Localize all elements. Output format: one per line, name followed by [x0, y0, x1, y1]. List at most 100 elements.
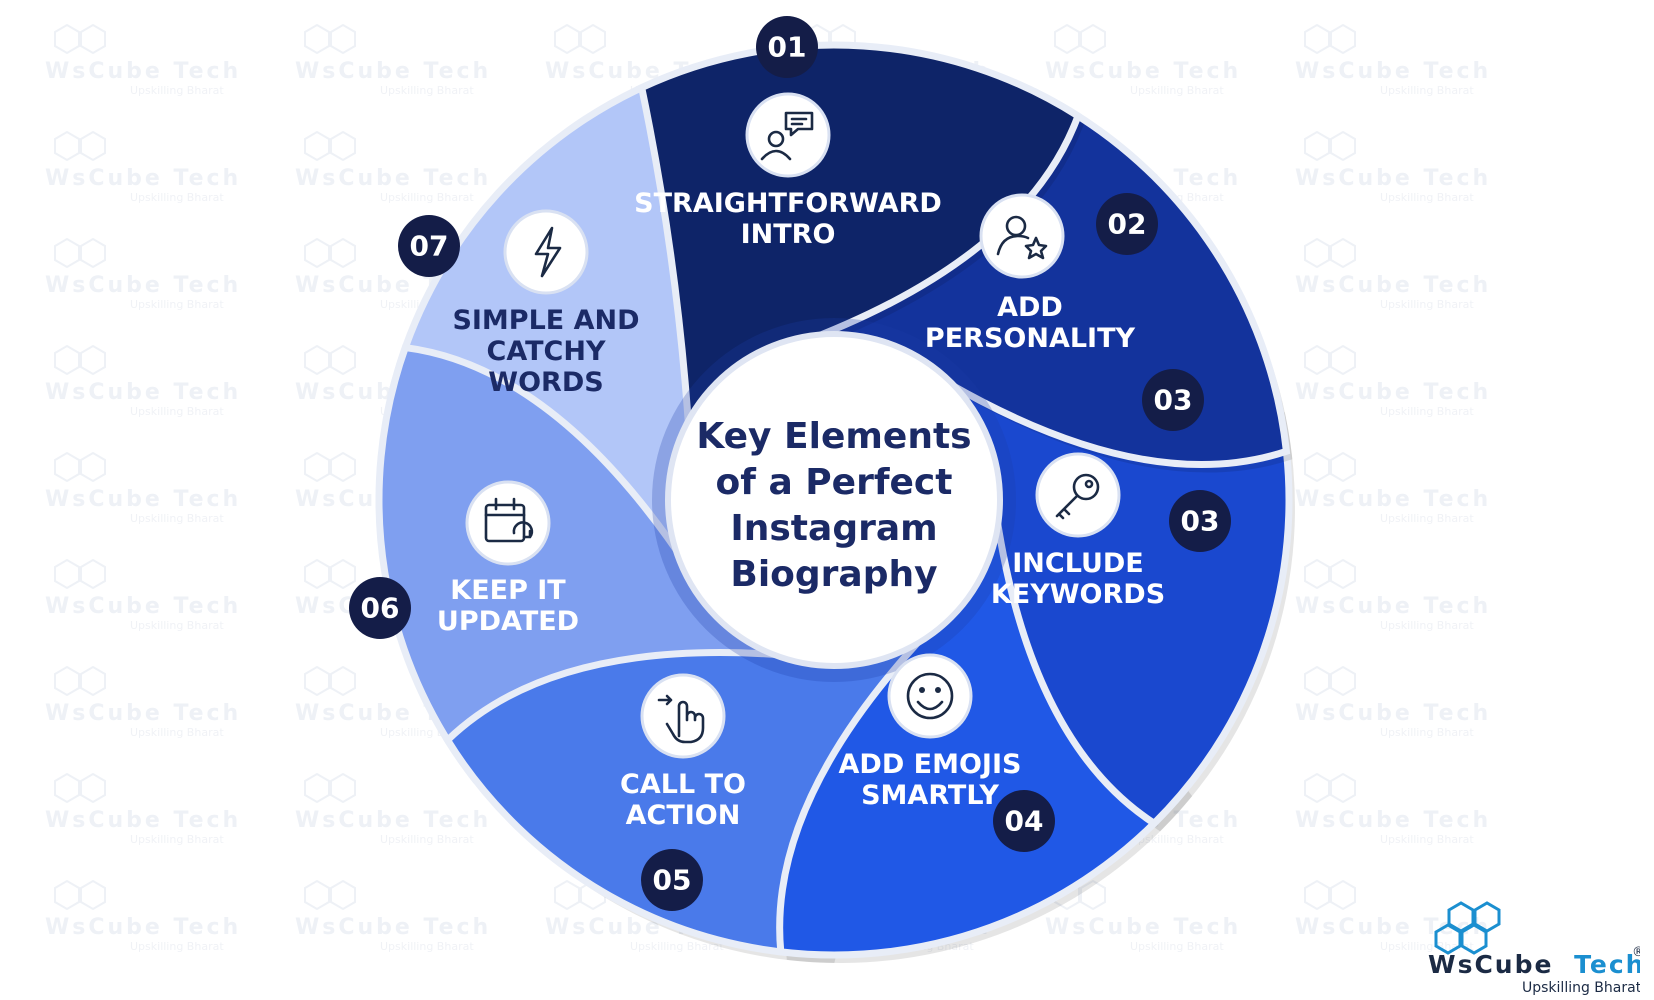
watermark-name: WsCube Tech — [45, 273, 241, 298]
watermark-tagline: Upskilling Bharat — [380, 940, 474, 953]
number-badge-03: 03 — [1169, 490, 1231, 552]
number-badge-04: 04 — [993, 790, 1055, 852]
badge-number: 03 — [1154, 384, 1193, 417]
brand-tagline: Upskilling Bharat — [1522, 980, 1640, 995]
watermark-tagline: Upskilling Bharat — [1380, 298, 1474, 311]
badge-number: 06 — [361, 592, 400, 625]
hand-pointer-icon — [640, 673, 726, 759]
center-title-line-4: Biography — [730, 554, 937, 595]
lightning-icon — [503, 209, 589, 295]
registered-mark: ® — [1632, 945, 1640, 960]
watermark-name: WsCube Tech — [1045, 915, 1241, 940]
watermark-tagline: Upskilling Bharat — [130, 298, 224, 311]
user-star-icon — [979, 193, 1065, 279]
watermark-name: WsCube Tech — [45, 701, 241, 726]
watermark-name: WsCube Tech — [1295, 59, 1491, 84]
brand-name-part1: WsCube — [1428, 950, 1553, 979]
center-title-line-2: of a Perfect — [716, 462, 953, 503]
watermark-tagline: Upskilling Bharat — [630, 940, 724, 953]
watermark-tagline: Upskilling Bharat — [380, 191, 474, 204]
watermark-tagline: Upskilling Bharat — [1380, 405, 1474, 418]
watermark-name: WsCube Tech — [1295, 380, 1491, 405]
watermark-tagline: Upskilling Bharat — [380, 833, 474, 846]
chat-user-icon — [745, 92, 831, 178]
watermark-tagline: Upskilling Bharat — [130, 84, 224, 97]
smiley-icon — [887, 653, 973, 739]
watermark-name: WsCube Tech — [1295, 701, 1491, 726]
center-hub: Key Elements of a Perfect Instagram Biog… — [652, 318, 1016, 682]
segment-06-label-line-1: KEEP IT — [450, 575, 566, 606]
number-badge-01: 01 — [756, 16, 818, 78]
watermark-tagline: Upskilling Bharat — [1380, 726, 1474, 739]
brand-name-part2: Tech — [1574, 950, 1640, 979]
number-badges: 01 02 03 04 05 06 07 03 — [349, 16, 1231, 911]
badge-number: 05 — [653, 864, 692, 897]
watermark-tagline: Upskilling Bharat — [130, 405, 224, 418]
watermark-name: WsCube Tech — [45, 808, 241, 833]
center-title-line-3: Instagram — [730, 508, 937, 549]
segment-labels: STRAIGHTFORWARDINTROADDPERSONALITYINCLUD… — [437, 188, 1165, 831]
watermark-tagline: Upskilling Bharat — [1130, 833, 1224, 846]
segment-07-label-line-3: WORDS — [488, 367, 603, 398]
watermark-tagline: Upskilling Bharat — [130, 512, 224, 525]
segment-02-label-line-2: PERSONALITY — [925, 323, 1136, 354]
watermark-tagline: Upskilling Bharat — [1130, 940, 1224, 953]
watermark-name: WsCube Tech — [295, 166, 491, 191]
watermark-tagline: Upskilling Bharat — [130, 940, 224, 953]
watermark-name: WsCube Tech — [295, 915, 491, 940]
badge-number: 02 — [1108, 208, 1147, 241]
segment-04-label-line-1: ADD EMOJIS — [839, 749, 1022, 780]
watermark-name: WsCube Tech — [45, 487, 241, 512]
segment-07-label-line-2: CATCHY — [487, 336, 606, 367]
wscube-tech-logo: WsCube Tech ® Upskilling Bharat — [1428, 901, 1640, 995]
segment-03-label-line-1: INCLUDE — [1012, 548, 1143, 579]
calendar-refresh-icon — [465, 480, 551, 566]
watermark-tagline: Upskilling Bharat — [1130, 84, 1224, 97]
watermark-name: WsCube Tech — [1295, 594, 1491, 619]
badge-number: 04 — [1005, 805, 1044, 838]
badge-number: 07 — [410, 230, 449, 263]
watermark-tagline: Upskilling Bharat — [1380, 191, 1474, 204]
hexagon-logo-icon — [1434, 901, 1501, 955]
segment-02-label-line-1: ADD — [997, 292, 1063, 323]
watermark-name: WsCube Tech — [45, 915, 241, 940]
watermark-name: WsCube Tech — [1295, 273, 1491, 298]
svg-text:WsCube Tech: WsCube Tech — [1428, 950, 1640, 979]
watermark-tagline: Upskilling Bharat — [130, 726, 224, 739]
watermark-name: WsCube Tech — [1295, 166, 1491, 191]
segment-01-label-line-1: STRAIGHTFORWARD — [634, 188, 942, 219]
watermark-tagline: Upskilling Bharat — [130, 833, 224, 846]
watermark-tagline: Upskilling Bharat — [380, 84, 474, 97]
segment-03-label-line-2: KEYWORDS — [991, 579, 1165, 610]
watermark-name: WsCube Tech — [45, 166, 241, 191]
watermark-name: WsCube Tech — [1295, 808, 1491, 833]
number-badge-extra: 03 — [1142, 369, 1204, 431]
key-icon — [1035, 452, 1121, 538]
center-title-line-1: Key Elements — [696, 416, 971, 457]
segment-06-label-line-2: UPDATED — [437, 606, 579, 637]
watermark-name: WsCube Tech — [1295, 487, 1491, 512]
